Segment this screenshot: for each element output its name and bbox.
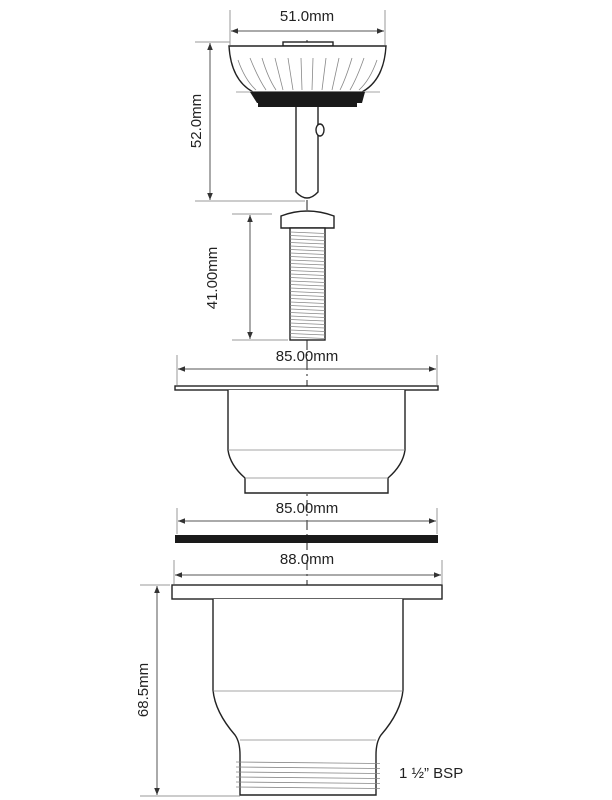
waste-body	[171, 584, 443, 796]
dim-label: 51.0mm	[280, 8, 334, 25]
dim-label: 68.5mm	[135, 663, 152, 717]
thread-label: 1 ½” BSP	[399, 765, 463, 782]
dim-screw-length: 41.00mm	[204, 213, 288, 341]
dim-flange-width: 85.00mm	[176, 348, 438, 385]
strainer-flange-body	[174, 385, 439, 494]
screw	[280, 210, 335, 341]
dim-label: 41.00mm	[204, 247, 221, 310]
strainer-basket	[228, 41, 387, 199]
dim-basket-width: 51.0mm	[229, 8, 386, 45]
dim-label: 52.0mm	[188, 94, 205, 148]
dim-gasket-width: 85.00mm	[176, 500, 438, 534]
dim-body-flange-width: 88.0mm	[173, 551, 443, 584]
dim-body-height: 68.5mm	[135, 584, 240, 797]
rubber-gasket	[175, 535, 438, 543]
dim-basket-height: 52.0mm	[188, 41, 305, 202]
dim-label: 85.00mm	[276, 348, 339, 365]
dim-label: 88.0mm	[280, 551, 334, 568]
basket-seal	[250, 92, 365, 103]
dim-label: 85.00mm	[276, 500, 339, 517]
